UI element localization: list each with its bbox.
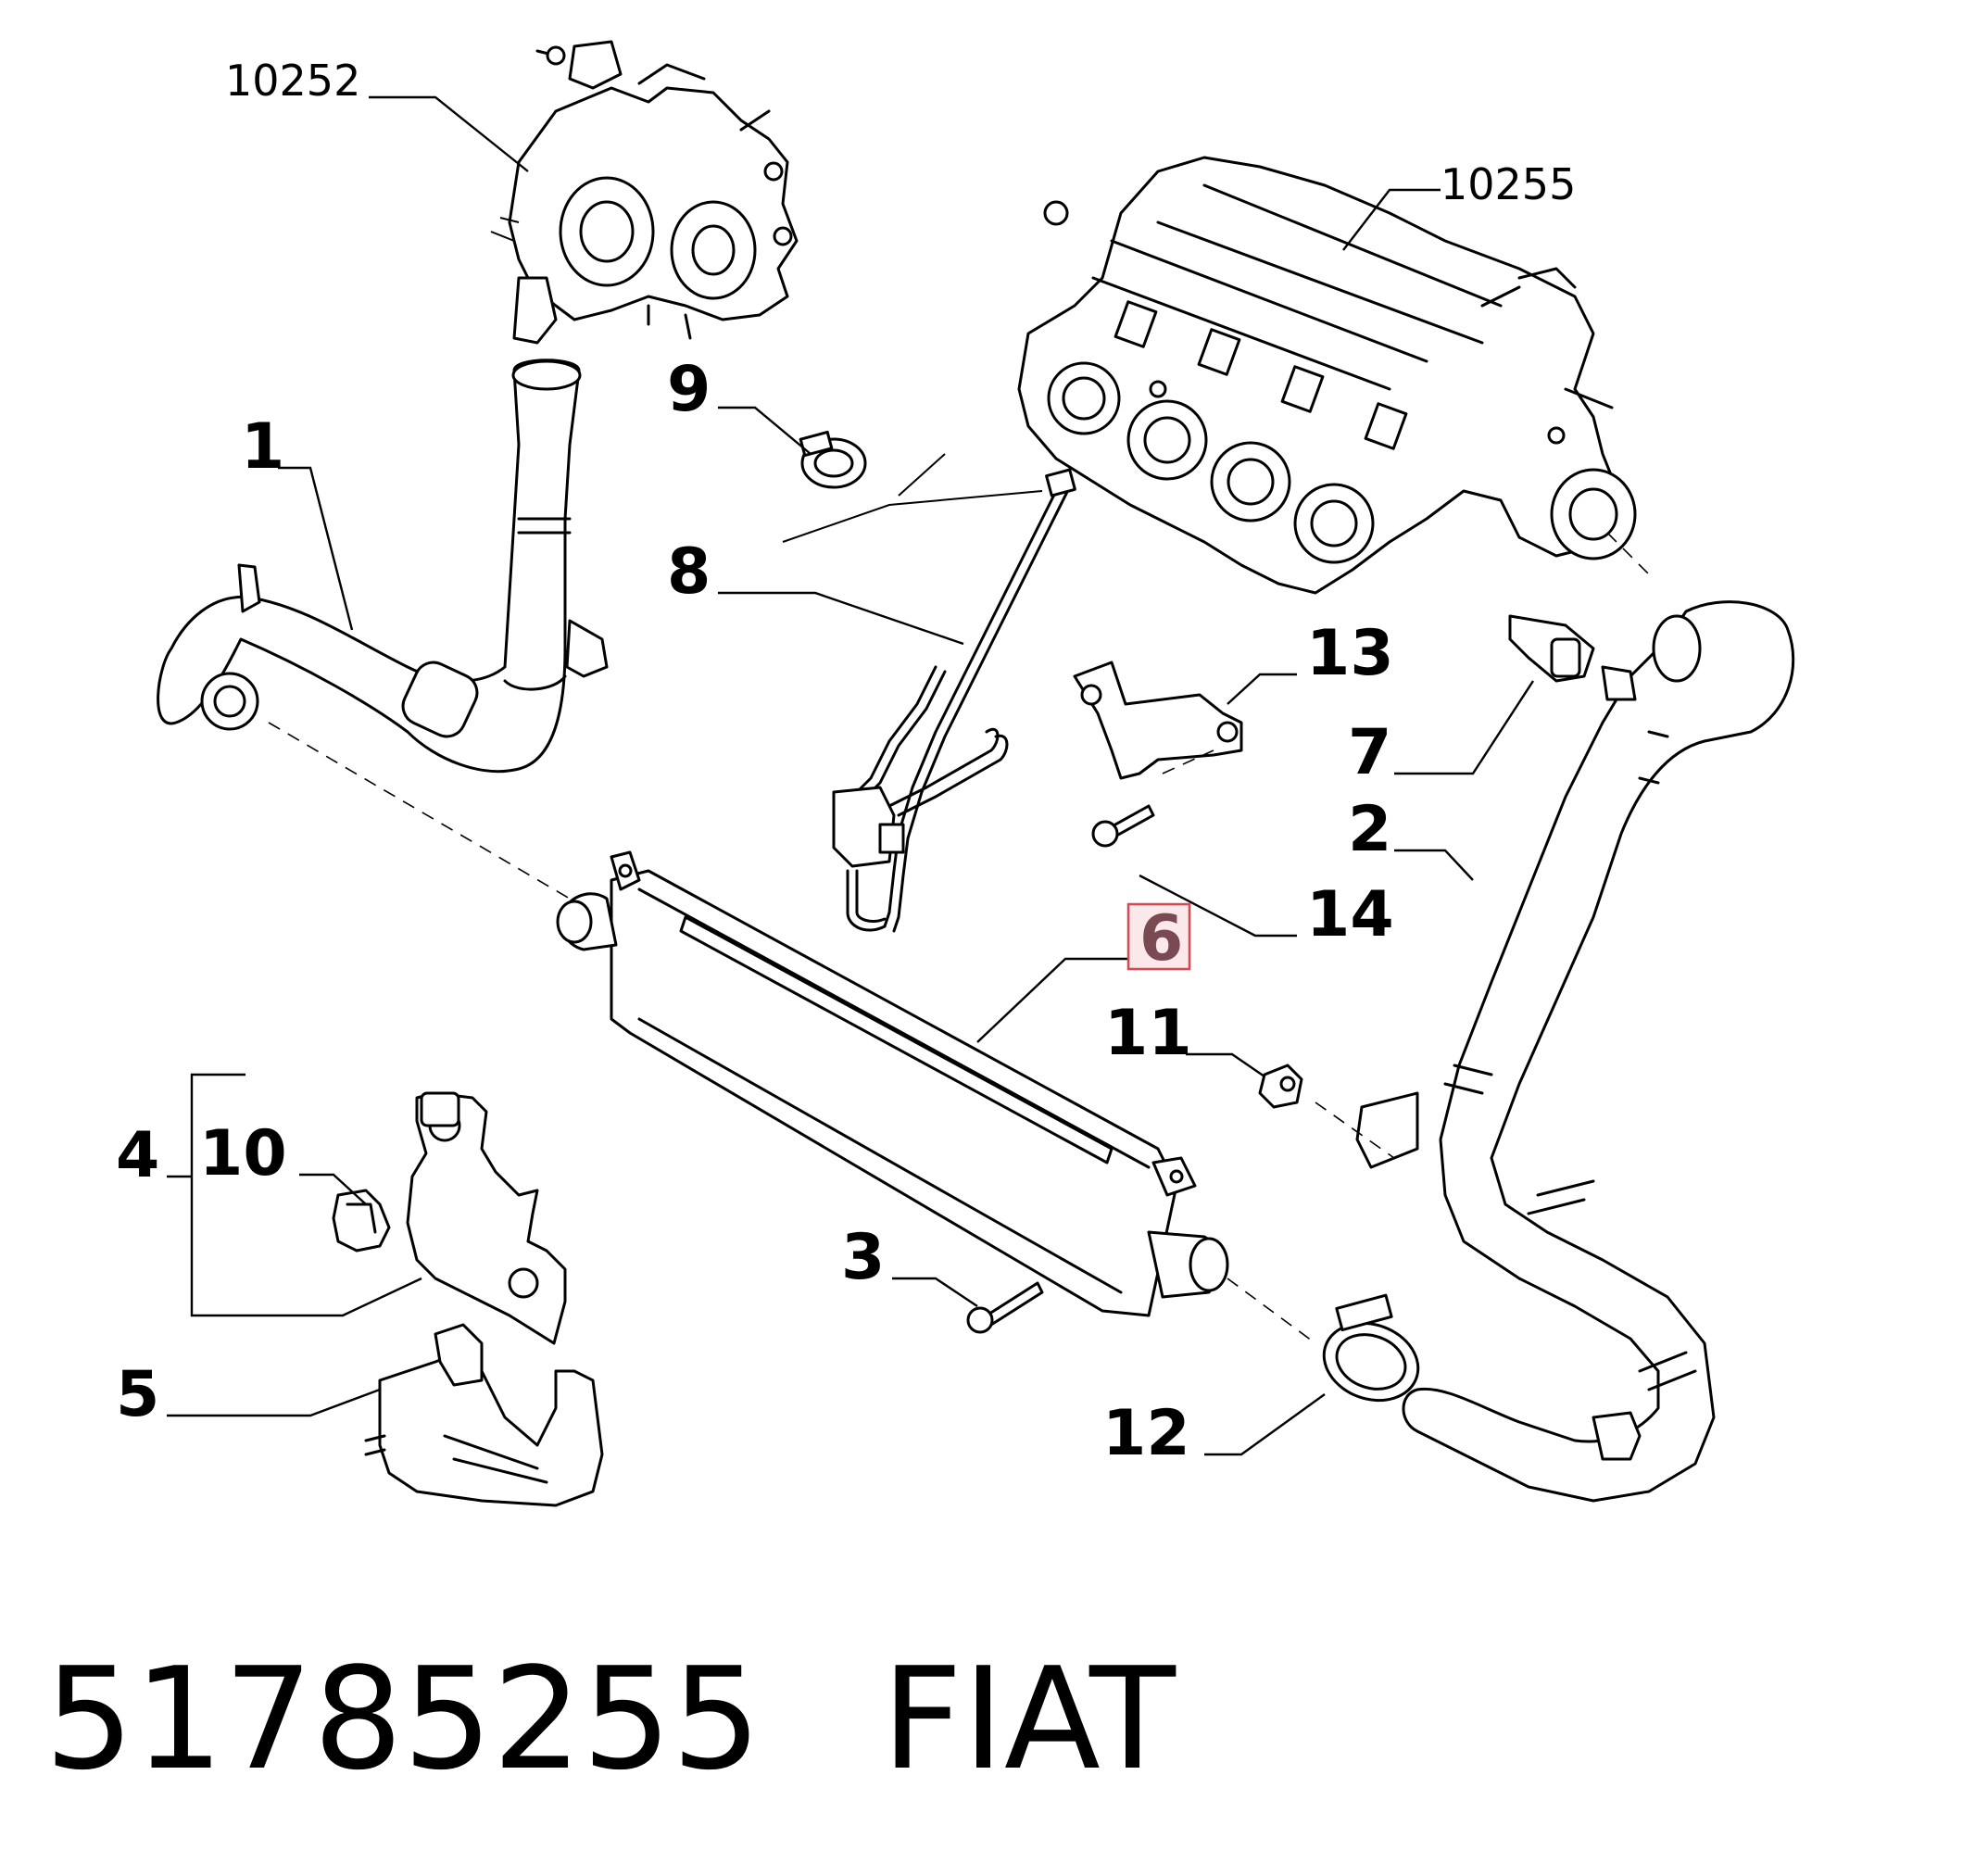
callout-10[interactable]: 10: [199, 1117, 287, 1190]
leader-1: [278, 466, 354, 631]
callout-12[interactable]: 12: [1102, 1397, 1190, 1470]
leader-11: [1186, 1052, 1265, 1077]
highlight-box: [1126, 902, 1191, 971]
leader-4-bracket: [190, 1073, 422, 1317]
callout-9[interactable]: 9: [667, 353, 711, 426]
leader-6: [976, 957, 1128, 1043]
clip-10: [332, 1189, 391, 1252]
callout-14[interactable]: 14: [1306, 878, 1394, 951]
parts-diagram: 10252 10255 1 9 8 13 7 2 14 6 11 4 10 5 …: [116, 40, 1795, 1507]
callout-11[interactable]: 11: [1104, 997, 1192, 1070]
nut-11: [1258, 1064, 1303, 1109]
screw-3: [966, 1281, 1044, 1334]
callout-4[interactable]: 4: [116, 1119, 159, 1192]
leader-13: [1227, 673, 1297, 705]
alignment-line: [1315, 1101, 1395, 1159]
leader-3: [892, 1277, 978, 1307]
hose-1: [157, 359, 609, 774]
clamp-9: [799, 430, 867, 489]
bracket-13: [1073, 661, 1243, 780]
alignment-line: [1227, 1278, 1316, 1344]
footer: 51785255 FIAT: [44, 1626, 1176, 1811]
part-number: 51785255: [44, 1636, 761, 1801]
intake-manifold: [1017, 156, 1637, 595]
callout-6[interactable]: 6: [1139, 902, 1183, 976]
clamp-12: [1322, 1293, 1420, 1403]
callout-7[interactable]: 7: [1348, 716, 1391, 789]
leader-12: [1204, 1393, 1326, 1456]
leader-9: [718, 406, 812, 455]
brand-name: FIAT: [881, 1636, 1176, 1801]
sensor-7: [1508, 614, 1595, 683]
callout-3[interactable]: 3: [841, 1221, 885, 1294]
intercooler-6: [556, 850, 1229, 1317]
pipe-8: [782, 453, 1076, 933]
hose-2: [1355, 600, 1795, 1503]
callout-10252[interactable]: 10252: [225, 56, 360, 106]
bracket-5: [364, 1323, 604, 1507]
bracket-4: [406, 1091, 567, 1345]
alignment-line: [268, 722, 571, 900]
leader-2: [1394, 849, 1474, 881]
callout-5[interactable]: 5: [116, 1358, 159, 1431]
turbocharger: [490, 40, 799, 345]
leader-14: [1139, 874, 1297, 938]
callout-13[interactable]: 13: [1306, 617, 1394, 690]
leader-7: [1394, 680, 1535, 775]
leader-10255: [1342, 188, 1441, 251]
callout-2[interactable]: 2: [1348, 793, 1391, 866]
leader-10: [299, 1173, 367, 1205]
leader-10252: [369, 95, 529, 172]
leader-5: [167, 1388, 381, 1417]
callout-10255[interactable]: 10255: [1441, 159, 1576, 209]
callout-1[interactable]: 1: [241, 410, 284, 484]
screw-14: [1091, 804, 1155, 848]
callout-8[interactable]: 8: [667, 535, 711, 609]
leader-8: [718, 591, 964, 646]
alignment-line: [1606, 532, 1655, 580]
